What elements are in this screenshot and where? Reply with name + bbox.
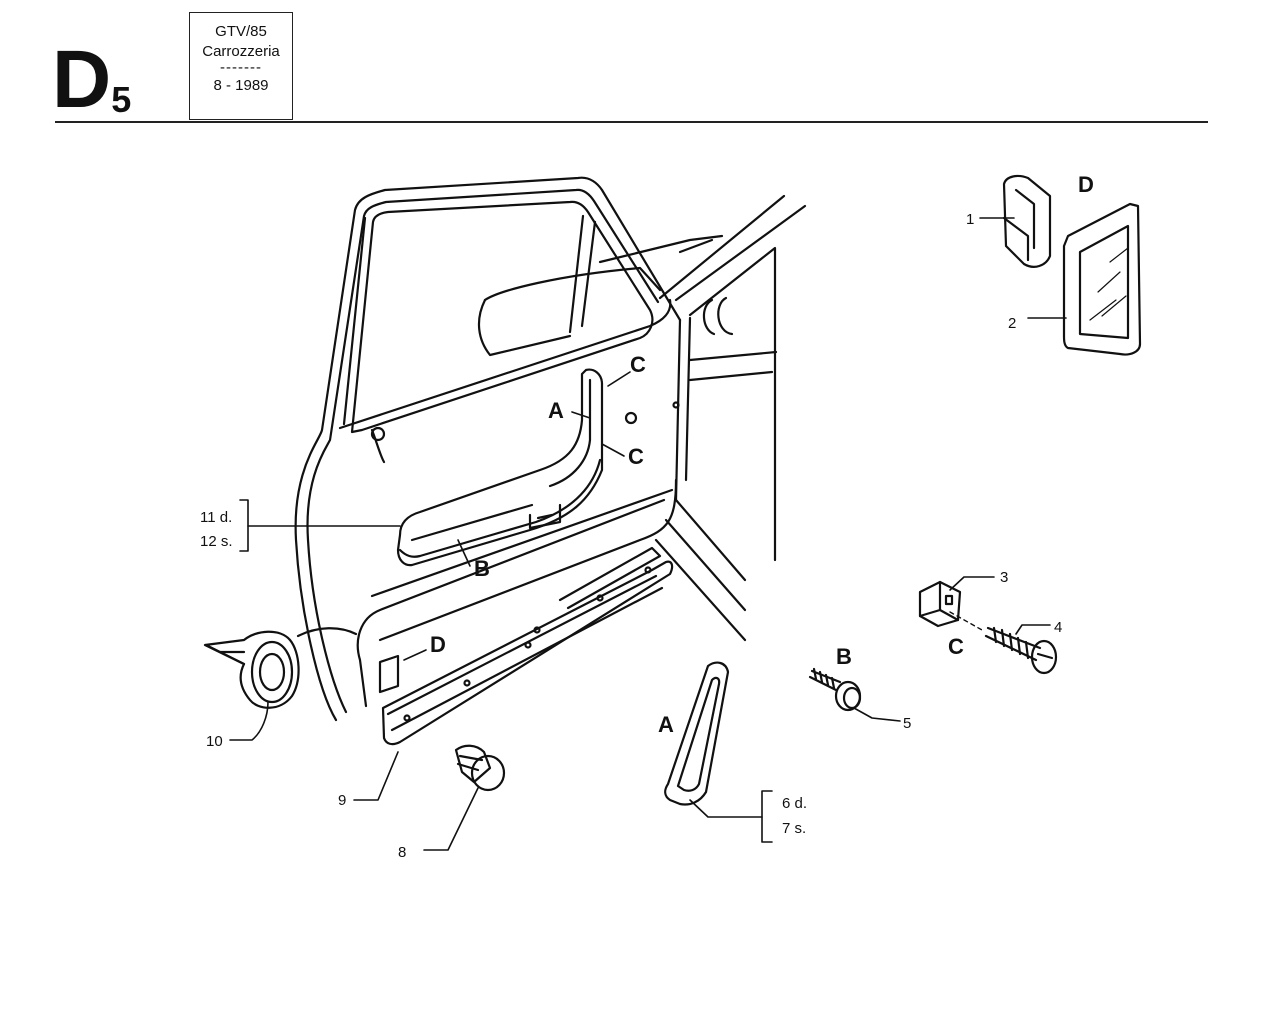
cover-pad xyxy=(1062,202,1142,356)
push-fastener xyxy=(454,744,506,792)
labels: D 1 2 C A C B D 11 d. 12 s. 10 9 8 A 6 d… xyxy=(200,172,1094,861)
retaining-clip xyxy=(1002,174,1052,268)
section-name: Carrozzeria xyxy=(202,43,280,60)
label-a-trim: A xyxy=(658,712,674,737)
label-b-screw: B xyxy=(836,644,852,669)
trim-strip xyxy=(381,546,674,746)
callout-10: 10 xyxy=(206,733,223,750)
screw-b xyxy=(808,667,862,712)
label-d-door: D xyxy=(430,632,446,657)
title-block: GTV/85 Carrozzeria ------- 8 - 1989 xyxy=(189,12,293,120)
sheet-number: 5 xyxy=(111,79,132,120)
callout-4: 4 xyxy=(1054,619,1062,636)
callout-12: 12 s. xyxy=(200,533,233,550)
fastener-clip xyxy=(203,627,358,709)
callout-7: 7 s. xyxy=(782,820,806,837)
callout-5: 5 xyxy=(903,715,911,732)
door-body xyxy=(294,176,807,722)
sheet-code: D 5 xyxy=(52,30,132,125)
callout-8: 8 xyxy=(398,844,406,861)
model-name: GTV/85 xyxy=(215,23,267,40)
armrest xyxy=(396,368,604,567)
triangular-trim xyxy=(664,661,730,806)
clip-nut xyxy=(918,580,962,628)
callout-1: 1 xyxy=(966,211,974,228)
label-a-armrest: A xyxy=(548,398,564,423)
leader-lines xyxy=(229,217,1067,851)
callout-3: 3 xyxy=(1000,569,1008,586)
callout-2: 2 xyxy=(1008,315,1016,332)
label-c-screw: C xyxy=(948,634,964,659)
screw-c xyxy=(949,611,1058,675)
label-c-upper: C xyxy=(630,352,646,377)
callout-11: 11 d. xyxy=(200,509,232,526)
revision-date: 8 - 1989 xyxy=(213,77,269,94)
callout-6: 6 d. xyxy=(782,795,807,812)
label-c-lower: C xyxy=(628,444,644,469)
title-separator: ------- xyxy=(220,59,262,76)
header-rule xyxy=(55,121,1208,123)
label-d-top: D xyxy=(1078,172,1094,197)
sheet-letter: D xyxy=(52,34,111,125)
label-b-armrest: B xyxy=(474,556,490,581)
callout-9: 9 xyxy=(338,792,346,809)
